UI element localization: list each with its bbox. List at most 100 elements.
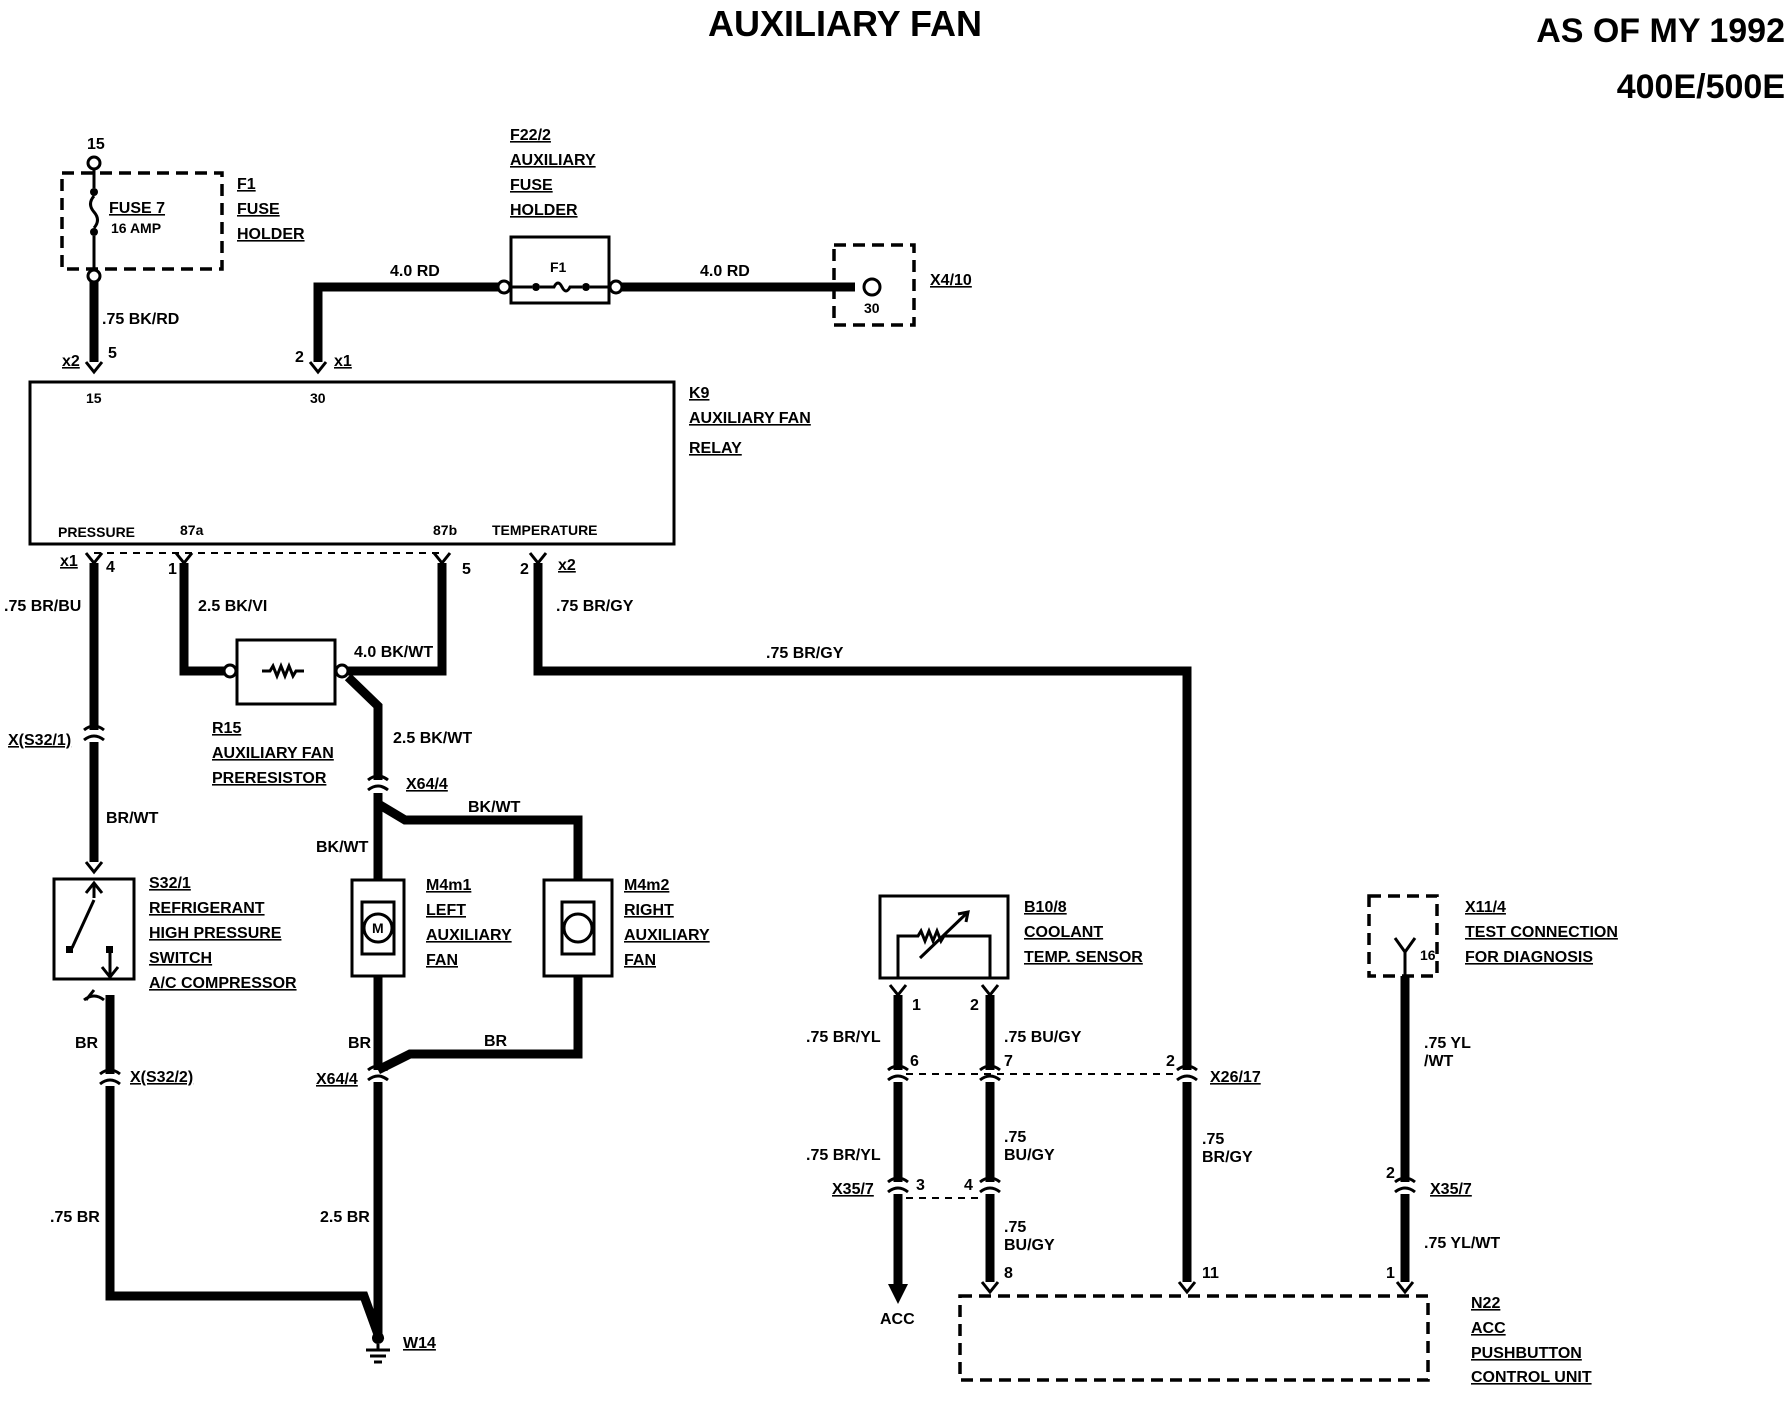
b10-label-1: COOLANT [1024,924,1103,941]
wire-label: 2.5 BR [320,1209,370,1226]
acc-label: ACC [880,1311,915,1328]
x410-id: X4/10 [930,272,972,289]
wire-rd: 4.0 RD 4.0 RD x1 2 [295,263,855,375]
wire-br-yl: 1 .75 BR/YL 6 .75 BR/YL X35/7 3 ACC [806,984,925,1328]
pin-label: 2 [520,561,529,578]
f1-pin-15: 15 [87,136,105,153]
wire-label: .75 BR/GY [556,598,634,615]
wire-label: .75 [1004,1129,1026,1146]
f22-label-2: FUSE [510,177,553,194]
k9-label-1: AUXILIARY FAN [689,410,811,427]
k9-pin-15: 15 [86,390,102,406]
connector-x357: X35/7 [1430,1181,1472,1198]
m4m1-id: M4m1 [426,877,471,894]
pin-label: 2 [295,349,304,366]
f1-fuse-holder: 15 FUSE 7 16 AMP F1 FUSE HOLDER [60,136,305,284]
wire-label: /WT [1424,1053,1454,1070]
f22-id: F22/2 [510,127,551,144]
model-year: AS OF MY 1992 [1536,12,1785,50]
x410-pin: 30 [864,300,880,316]
k9-pin-30: 30 [310,390,326,406]
f1-id: F1 [237,176,256,193]
pin-label: 2 [970,997,979,1014]
pin-label: 2 [1386,1165,1395,1182]
wire-pressure: .75 BR/BU X(S32/1) BR/WT [4,563,159,875]
n22-acc-control-unit: N22 ACC PUSHBUTTON CONTROL UNIT [958,1294,1592,1386]
k9-label-2: RELAY [689,440,742,457]
wire-label: BU/GY [1004,1147,1055,1164]
b10-label-2: TEMP. SENSOR [1024,949,1143,966]
wire-label: .75 [1202,1131,1224,1148]
wire-label: 4.0 BK/WT [354,644,433,661]
wire-87a: 2.5 BK/VI [179,563,267,676]
wire-br-gy: .75 BR/GY .75 BR/GY .75 BR/GY X26/17 2 1… [533,563,1261,1295]
n22-id: N22 [1471,1295,1500,1312]
f22-label-1: AUXILIARY [510,152,596,169]
pin-label: 2 [1166,1053,1175,1070]
k9-id: K9 [689,385,710,402]
b10-coolant-sensor: B10/8 COOLANT TEMP. SENSOR [878,894,1143,980]
r15-preresistor: R15 AUXILIARY FAN PRERESISTOR [212,638,350,787]
m4m1-left-fan: M M4m1 LEFT AUXILIARY FAN [350,877,512,978]
connector-x1: x1 [334,353,352,370]
s32-label-2: HIGH PRESSURE [149,925,282,942]
pin-label: 1 [1386,1265,1395,1282]
page-title: AUXILIARY FAN [708,3,982,44]
m4m2-label-3: FAN [624,952,656,969]
connector-x1: x1 [60,553,78,570]
m4m2-label-1: RIGHT [624,902,674,919]
f22-inner-label: F1 [550,259,567,275]
wire-label: 2.5 BK/VI [198,598,267,615]
wire-bk-wt: 2.5 BK/WT X64/4 BK/WT BK/WT [316,673,583,880]
r15-label-2: PRERESISTOR [212,770,327,787]
pin-label: 7 [1004,1053,1013,1070]
m4m1-label-1: LEFT [426,902,466,919]
wire-label: 4.0 RD [390,263,440,280]
connector-x2: x2 [62,353,80,370]
wire-bk-rd: .75 BK/RD x2 5 [62,282,179,375]
x4-10-connector: 30 X4/10 [832,243,972,327]
wire-yl-wt: .75 YL /WT 2 X35/7 .75 YL/WT 1 [1386,976,1500,1295]
wire-br-fans: BR BR X64/4 2.5 BR W14 [316,976,583,1364]
m4m1-motor-symbol: M [372,920,384,936]
m4m2-right-fan: M4m2 RIGHT AUXILIARY FAN [542,877,710,978]
wire-label: 4.0 RD [700,263,750,280]
pin-label: 1 [912,997,921,1014]
r15-id: R15 [212,720,241,737]
pin-label: 8 [1004,1265,1013,1282]
wire-label: 2.5 BK/WT [393,730,472,747]
wire-label: .75 BK/RD [102,311,179,328]
wire-br-left: BR X(S32/2) .75 BR [50,989,385,1342]
connector-x357: X35/7 [832,1181,874,1198]
wire-label: .75 YL [1424,1035,1471,1052]
x11-label-1: TEST CONNECTION [1465,924,1618,941]
connector-x2: x2 [558,557,576,574]
wire-label: .75 BR/BU [4,598,81,615]
pin-label: 5 [462,561,471,578]
n22-label-2: PUSHBUTTON [1471,1345,1582,1362]
wire-label: .75 BR/YL [806,1029,881,1046]
k9-pressure: PRESSURE [58,524,135,540]
wire-label: BU/GY [1004,1237,1055,1254]
wire-label: BR [348,1035,372,1052]
connector-x644: X64/4 [406,776,448,793]
wire-label: BR/WT [106,810,159,827]
x11-test-connection: 16 X11/4 TEST CONNECTION FOR DIAGNOSIS [1367,894,1618,978]
x11-id: X11/4 [1465,899,1506,916]
connector-xs321: X(S32/1) [8,732,71,749]
m4m1-label-2: AUXILIARY [426,927,512,944]
m4m1-label-3: FAN [426,952,458,969]
ground-w14: W14 [403,1335,436,1352]
wire-87b: 4.0 BK/WT [348,563,447,676]
connector-x2617: X26/17 [1210,1069,1261,1086]
b10-id: B10/8 [1024,899,1067,916]
f1-label-1: FUSE [237,201,280,218]
r15-label-1: AUXILIARY FAN [212,745,334,762]
pin-label: 4 [106,559,115,576]
wire-label: BR [484,1033,508,1050]
m4m2-label-2: AUXILIARY [624,927,710,944]
k9-pin-87a: 87a [180,522,204,538]
s32-label-1: REFRIGERANT [149,900,265,917]
pin-label: 5 [108,345,117,362]
